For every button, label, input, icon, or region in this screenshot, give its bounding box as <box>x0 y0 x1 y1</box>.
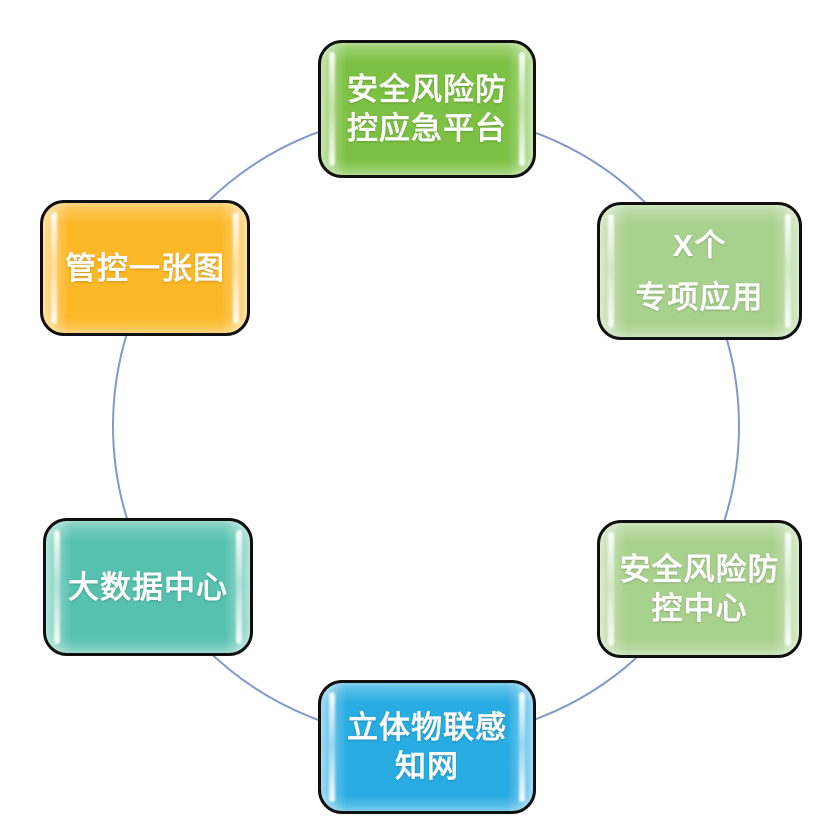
node-iot-sensing-network: 立体物联感 知网 <box>318 680 536 814</box>
node-label: 安全风险防 控中心 <box>619 552 780 626</box>
node-label: 立体物联感 知网 <box>347 710 507 784</box>
node-label: 大数据中心 <box>68 569 228 605</box>
node-label: 安全风险防 控应急平台 <box>347 72 507 146</box>
node-label: X个 专项应用 <box>635 227 764 315</box>
node-control-one-map: 管控一张图 <box>40 200 250 336</box>
node-label: 管控一张图 <box>65 250 225 286</box>
node-risk-control-center: 安全风险防 控中心 <box>597 520 802 658</box>
node-special-applications: X个 专项应用 <box>597 202 802 340</box>
node-emergency-platform: 安全风险防 控应急平台 <box>318 40 536 178</box>
node-big-data-center: 大数据中心 <box>43 518 253 656</box>
